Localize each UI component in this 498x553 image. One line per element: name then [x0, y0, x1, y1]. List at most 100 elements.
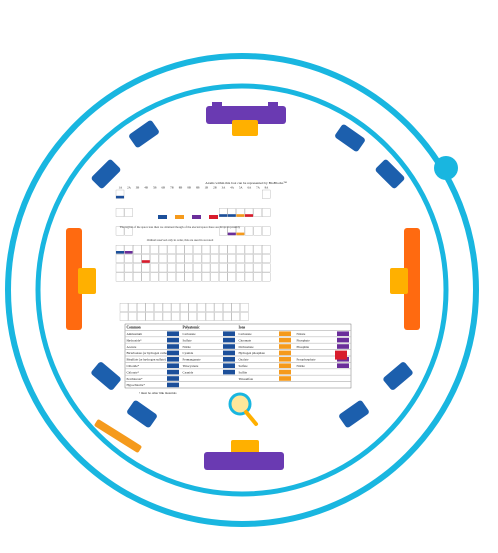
ion-color-chip — [337, 331, 349, 336]
f-block-cell — [128, 303, 137, 312]
ion-name: Phosphite — [297, 345, 310, 349]
element-cell — [219, 254, 228, 263]
f-block-cell — [180, 312, 189, 321]
element-cell-marker — [236, 232, 245, 236]
ions-column-header: Polyatomic — [183, 326, 201, 330]
element-cell-marker — [141, 260, 150, 263]
ion-color-chip — [223, 363, 235, 368]
element-cell — [115, 226, 125, 236]
element-cell — [201, 254, 211, 263]
element-cell-marker — [227, 214, 236, 217]
f-block-cell — [137, 312, 146, 321]
element-cell — [133, 254, 142, 263]
element-cell — [124, 254, 133, 263]
f-block-cell — [231, 303, 240, 312]
block-right — [390, 228, 420, 330]
element-cell — [244, 245, 254, 254]
element-cell — [150, 263, 159, 273]
ion-name: Chromate — [239, 338, 252, 342]
element-cell — [262, 254, 271, 263]
ion-color-chip — [223, 357, 235, 362]
ion-name: Bicarbonate (or hydrogen carbonate) — [127, 351, 174, 355]
ion-name: Ammonium — [127, 332, 143, 336]
ion-color-chip — [223, 331, 235, 336]
element-cell — [262, 245, 271, 254]
element-cell — [253, 208, 262, 217]
ion-name: Chloride* — [127, 364, 140, 368]
outer-ring — [5, 53, 479, 527]
ion-name: Hypochlorite* — [127, 383, 146, 387]
group-number: 4A — [230, 186, 235, 190]
element-cell — [176, 245, 185, 254]
element-cell-marker — [245, 214, 253, 217]
f-block-cell — [162, 303, 172, 312]
blue-block-2 — [91, 159, 121, 189]
element-cell — [150, 245, 159, 254]
blue-block-6 — [127, 400, 157, 428]
element-cell — [210, 254, 219, 263]
element-cell — [167, 254, 176, 263]
ion-color-chip — [223, 337, 235, 343]
ions-footnote: • must be other link materials — [139, 391, 177, 395]
group-number: 6B — [162, 186, 166, 190]
element-cell — [219, 226, 228, 236]
element-cell — [150, 272, 159, 282]
ion-color-chip — [167, 337, 179, 343]
element-cell — [167, 272, 176, 282]
group-number: 6A — [247, 186, 252, 190]
block-bottom — [204, 440, 284, 470]
element-cell-marker — [219, 214, 228, 217]
element-cell — [253, 245, 262, 254]
element-cell — [141, 263, 150, 273]
ion-color-chip — [167, 357, 179, 362]
group-number: 2A — [127, 186, 132, 190]
ion-color-chip — [167, 363, 179, 368]
ion-color-chip — [167, 350, 179, 356]
ion-name: Nitrite — [297, 364, 306, 368]
element-cell — [227, 245, 236, 254]
element-cell — [193, 245, 202, 254]
ion-name: Cyanide — [183, 370, 194, 374]
element-cell — [262, 263, 271, 273]
orange-stick — [94, 419, 142, 453]
legend-note: Ordinal reserved only in order, this are… — [147, 238, 214, 243]
element-cell-marker — [227, 232, 236, 236]
group-number: 7A — [256, 186, 261, 190]
element-cell — [219, 263, 228, 273]
ion-color-chip — [279, 337, 291, 343]
ion-name: Sulfate — [183, 338, 193, 342]
element-cell — [167, 263, 176, 273]
element-cell — [184, 272, 193, 282]
ion-name: Carbonate — [239, 332, 253, 336]
element-cell — [115, 272, 125, 282]
f-block-cell — [188, 303, 197, 312]
table-header-note: Atoms within this box can be represented… — [205, 181, 287, 185]
element-cell — [253, 226, 262, 236]
f-block-cell — [223, 312, 232, 321]
ion-color-chip — [279, 350, 291, 356]
element-cell — [141, 245, 150, 254]
element-cell — [193, 254, 202, 263]
ion-name: Thiocyanate — [183, 364, 199, 368]
group-number: 3A — [222, 186, 227, 190]
f-block-cell — [180, 303, 189, 312]
legend-swatch — [158, 215, 167, 219]
f-block-cell — [154, 312, 163, 321]
element-cell — [262, 189, 271, 199]
ring-marker-dot — [434, 156, 458, 180]
legend-text: The region of the space less then we obt… — [120, 225, 241, 229]
ion-name: Nitrite — [183, 345, 192, 349]
element-cell — [262, 272, 271, 282]
f-block-cell — [145, 303, 154, 312]
element-cell — [133, 245, 142, 254]
ion-name: Permanganate — [183, 358, 202, 362]
block-top — [206, 102, 286, 136]
group-number: 7B — [170, 186, 174, 190]
ion-color-chip — [223, 369, 235, 375]
element-cell — [227, 263, 236, 273]
group-number: 1A — [118, 186, 123, 190]
element-cell — [115, 254, 125, 263]
blue-block-8 — [339, 400, 369, 428]
ion-name: Hydroxide* — [127, 338, 143, 342]
